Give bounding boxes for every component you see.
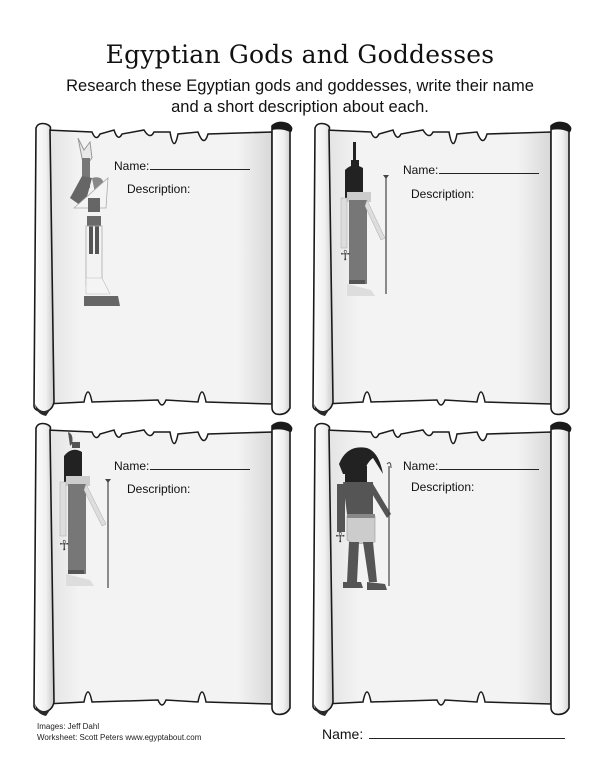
scroll-card-1: Name: Description: xyxy=(32,120,294,416)
card-1-name-field[interactable]: Name: xyxy=(114,158,251,173)
thoth-figure: ☥ xyxy=(335,447,392,590)
scroll-card-2: ☥ Name: Description: xyxy=(311,120,573,416)
isis-figure: ☥ xyxy=(340,142,389,296)
name-label: Name: xyxy=(403,163,439,177)
card-2-name-field[interactable]: Name: xyxy=(403,162,540,177)
instructions: Research these Egyptian gods and goddess… xyxy=(0,76,600,118)
name-blank-line[interactable] xyxy=(150,458,251,470)
scroll-card-3: ☥ Name: Description: xyxy=(32,420,294,716)
isis-figure: ☥ xyxy=(59,432,111,588)
card-4-description-label: Description: xyxy=(411,480,475,494)
instructions-line-1: Research these Egyptian gods and goddess… xyxy=(66,77,534,95)
name-label: Name: xyxy=(114,159,150,173)
credits-worksheet: Worksheet: Scott Peters www.egyptabout.c… xyxy=(37,733,202,742)
svg-text:☥: ☥ xyxy=(59,538,69,554)
instructions-line-2: and a short description about each. xyxy=(171,98,429,116)
scroll-card-4: ☥ Name: Description: xyxy=(311,420,573,716)
name-label: Name: xyxy=(114,459,150,473)
credits: Images: Jeff Dahl Worksheet: Scott Peter… xyxy=(37,721,201,743)
student-name-label: Name: xyxy=(322,726,364,742)
card-3-description-label: Description: xyxy=(127,482,191,496)
credits-images: Images: Jeff Dahl xyxy=(37,722,100,731)
osiris-figure xyxy=(70,138,120,306)
name-label: Name: xyxy=(403,459,439,473)
student-name-field[interactable]: Name: xyxy=(322,724,566,742)
page-title: Egyptian Gods and Goddesses xyxy=(105,40,495,69)
svg-text:☥: ☥ xyxy=(340,248,350,264)
name-blank-line[interactable] xyxy=(439,162,540,174)
card-4-name-field[interactable]: Name: xyxy=(403,458,540,473)
name-blank-line[interactable] xyxy=(150,158,251,170)
name-blank-line[interactable] xyxy=(439,458,540,470)
card-3-name-field[interactable]: Name: xyxy=(114,458,251,473)
card-2-description-label: Description: xyxy=(411,187,475,201)
svg-text:☥: ☥ xyxy=(335,530,345,546)
card-1-description-label: Description: xyxy=(127,182,191,196)
student-name-blank-line[interactable] xyxy=(369,724,566,739)
